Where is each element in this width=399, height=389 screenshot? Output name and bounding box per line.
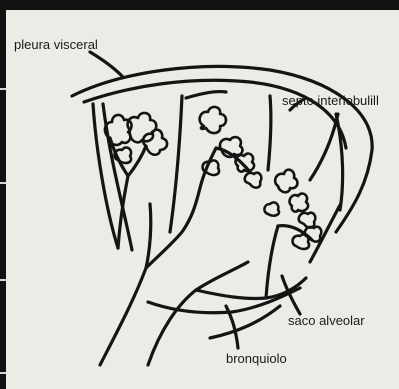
label-pleura-visceral: pleura visceral xyxy=(14,38,98,51)
septum-middle xyxy=(170,96,182,232)
right-tree-trunk xyxy=(266,226,278,298)
septum-middle-inner xyxy=(186,92,226,98)
alveolar-cluster-left xyxy=(105,113,167,163)
alveolar-cluster-middle xyxy=(200,107,262,188)
label-septo-interlobulillar: septo interlobulill xyxy=(282,94,379,107)
septo-leader-3 xyxy=(310,114,338,180)
label-saco-alveolar: saco alveolar xyxy=(288,314,365,327)
alveolar-cluster-right xyxy=(264,170,321,249)
label-bronquiolo: bronquiolo xyxy=(226,352,287,365)
pleura-leader xyxy=(90,52,122,76)
septo-leader-2 xyxy=(336,114,343,210)
septum-right xyxy=(268,96,271,170)
bronchiole-trunk-left xyxy=(100,204,151,365)
